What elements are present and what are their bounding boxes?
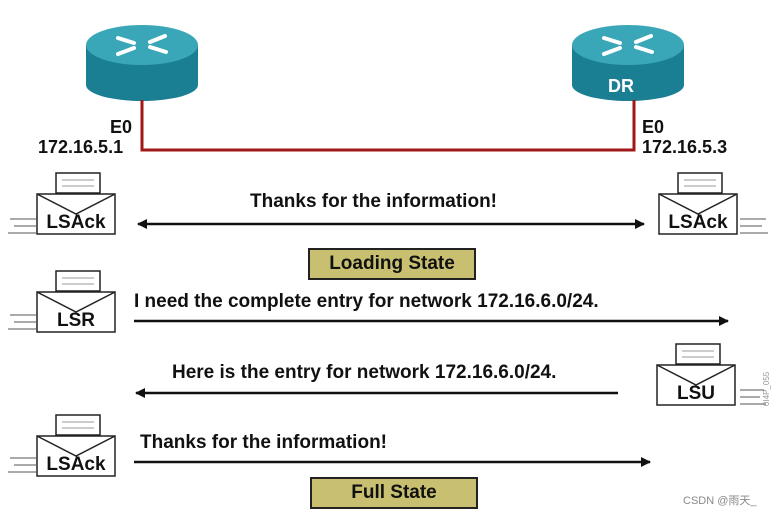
packet-label: LSR [57,310,95,331]
envelope-icon [36,414,116,477]
message-text-4: Thanks for the information! [140,432,387,453]
loading-state-box: Loading State [308,248,476,280]
watermark: CSDN @雨天_ [683,495,757,507]
packet-label: LSAck [46,212,106,233]
envelope-icon [656,343,736,406]
dr-label: DR [608,76,634,96]
message-text-3: Here is the entry for network 172.16.6.0… [172,362,557,383]
right-interface-label: E0 [642,117,665,137]
packet-lsack-right: LSAck [658,172,738,236]
packet-label: LSU [677,383,715,404]
packet-lsr-left: LSR [36,270,116,334]
figure-id: 0I4P_055 [762,371,771,406]
envelope-icon [658,172,738,235]
ethernet-link [140,100,636,152]
left-interface-label: E0 [110,117,133,137]
router-left-icon [86,25,198,101]
left-ip-label: 172.16.5.1 [38,137,124,157]
message-text-1: Thanks for the information! [250,191,497,212]
right-ip-label: 172.16.5.3 [642,137,728,157]
full-state-box: Full State [310,477,478,509]
router-right-icon [572,25,684,101]
packet-lsack-left-final: LSAck [36,414,116,478]
packet-label: LSAck [668,212,728,233]
motion-lines [8,218,768,473]
packet-lsu-right: LSU [656,343,736,407]
packet-lsack-left: LSAck [36,172,116,236]
envelope-icon [36,172,116,235]
message-text-2: I need the complete entry for network 17… [134,291,599,312]
packet-label: LSAck [46,454,106,475]
envelope-icon [36,270,116,333]
